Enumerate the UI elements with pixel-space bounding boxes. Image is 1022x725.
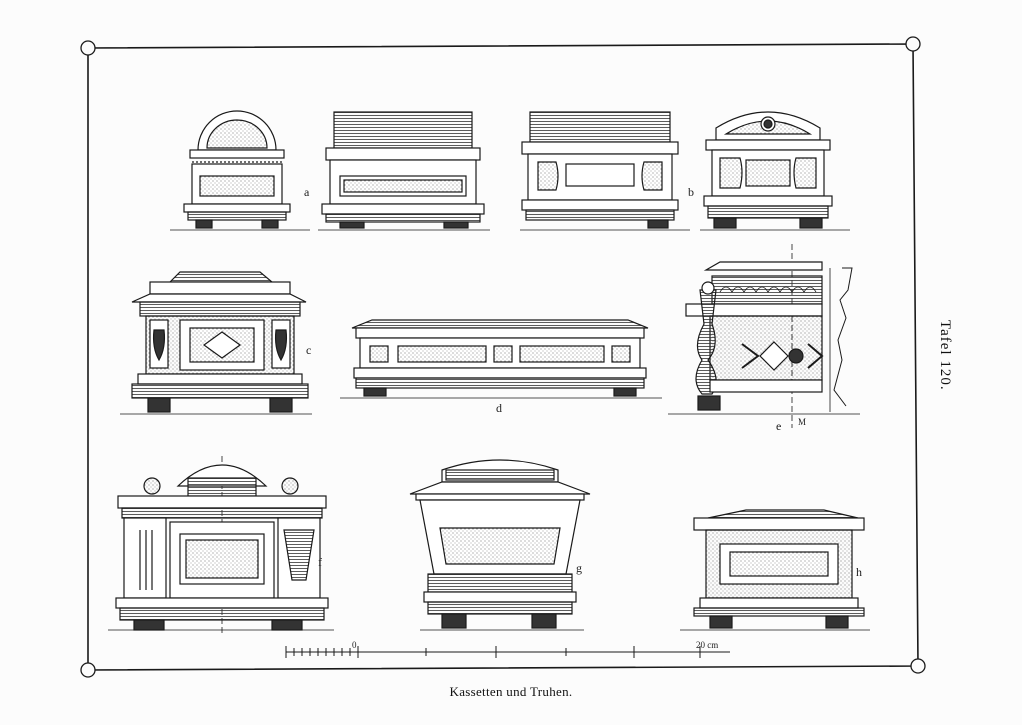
figure-label-d: d — [496, 401, 502, 415]
figure-label-f: f — [318, 555, 322, 569]
scale-zero-label: 0 — [352, 640, 357, 650]
figure-label-m: M — [798, 417, 807, 427]
figure-label-a: a — [304, 185, 310, 199]
chest-c — [120, 271, 312, 415]
plate-caption: Kassetten und Truhen. — [449, 684, 573, 699]
figure-label-e: e — [776, 419, 782, 433]
chest-g — [409, 459, 591, 631]
casket-a-front — [170, 110, 310, 231]
figure-label-c: c — [306, 343, 312, 357]
chest-h — [680, 509, 870, 631]
casket-b-side — [520, 111, 690, 231]
plate-frame — [80, 36, 926, 678]
plate-number: Tafel 120. — [937, 320, 953, 391]
chest-f — [108, 456, 334, 636]
casket-a-side — [318, 111, 490, 231]
figure-label-g: g — [576, 561, 582, 575]
scale-end-label: 20 cm — [696, 640, 719, 650]
figure-label-b: b — [688, 185, 694, 199]
figure-label-h: h — [856, 565, 862, 579]
casket-b-front — [700, 111, 850, 231]
scale-bar — [285, 646, 730, 658]
chest-e-section — [668, 244, 860, 428]
chest-d — [340, 319, 662, 399]
